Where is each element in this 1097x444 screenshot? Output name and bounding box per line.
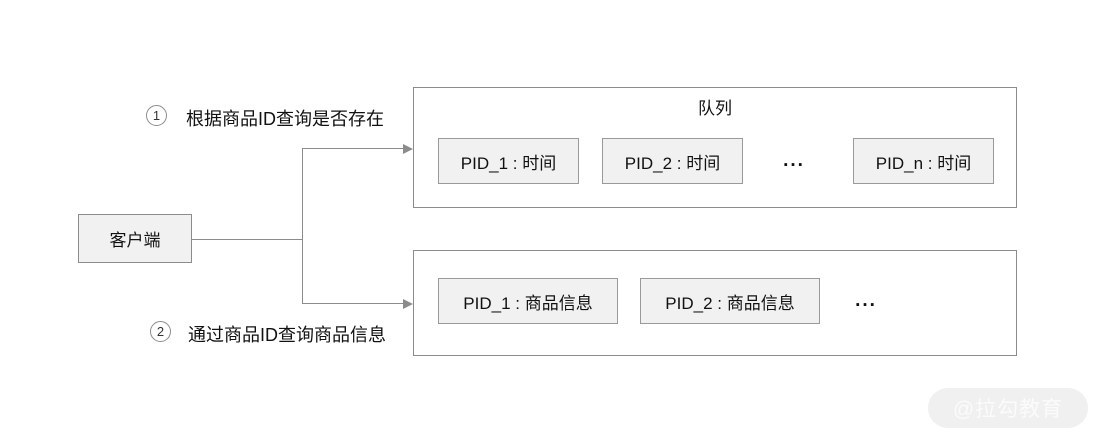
client-node: 客户端: [78, 214, 192, 263]
connector-branch-vertical: [302, 148, 303, 304]
watermark-text: @拉勾教育: [952, 398, 1064, 421]
step-2-badge: 2: [150, 321, 171, 342]
queue-item-pidn-label: PID_n : 时间: [875, 153, 972, 173]
arrowhead-products-icon: [403, 298, 413, 309]
product-item-pid2-label: PID_2 : 商品信息: [665, 293, 795, 313]
connector-client-horizontal: [192, 239, 303, 240]
step-1-number: 1: [152, 108, 161, 123]
step-1-label: 根据商品ID查询是否存在: [186, 109, 384, 129]
queue-item-pid2-label: PID_2 : 时间: [624, 153, 721, 173]
step-2-number: 2: [156, 324, 165, 339]
queue-item-pidn: PID_n : 时间: [853, 138, 994, 184]
watermark-badge: @拉勾教育: [928, 388, 1088, 428]
client-node-label: 客户端: [109, 231, 161, 250]
queue-item-pid1-label: PID_1 : 时间: [460, 153, 557, 173]
queue-container: 队列 PID_1 : 时间 PID_2 : 时间 ... PID_n : 时间: [413, 87, 1017, 208]
arrowhead-queue-icon: [403, 143, 413, 154]
product-info-container: PID_1 : 商品信息 PID_2 : 商品信息 ...: [413, 250, 1017, 356]
product-item-pid1-label: PID_1 : 商品信息: [463, 293, 593, 313]
queue-title: 队列: [698, 99, 732, 118]
queue-ellipsis: ...: [783, 150, 805, 171]
product-ellipsis: ...: [855, 290, 877, 311]
step-1-badge: 1: [146, 105, 167, 126]
product-item-pid1: PID_1 : 商品信息: [438, 278, 618, 324]
connector-to-products: [302, 303, 403, 304]
queue-item-pid1: PID_1 : 时间: [438, 138, 579, 184]
connector-to-queue: [302, 148, 403, 149]
queue-item-pid2: PID_2 : 时间: [602, 138, 743, 184]
step-2-label: 通过商品ID查询商品信息: [188, 325, 386, 345]
product-item-pid2: PID_2 : 商品信息: [640, 278, 820, 324]
